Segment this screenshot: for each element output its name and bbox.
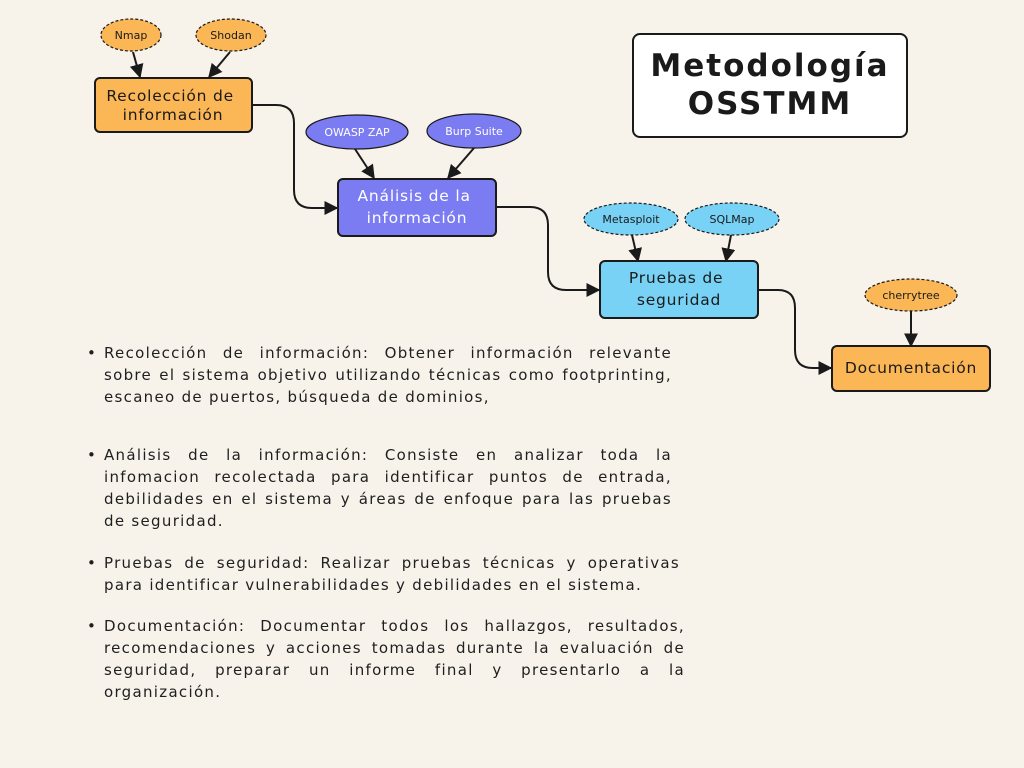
description-list: Documentación: Documentar todos los hall… — [87, 615, 685, 703]
tool-bubble-owasp-zap: OWASP ZAP — [305, 114, 409, 150]
connector-step-1-to-2 — [496, 206, 601, 297]
step-label-line: información — [367, 209, 468, 227]
description-list: Análisis de la información: Consiste en … — [87, 444, 672, 532]
tool-label: Shodan — [210, 29, 251, 42]
tool-arrow-nmap — [129, 51, 144, 79]
tool-bubble-metasploit: Metasploit — [583, 202, 679, 236]
description-list: Recolección de información: Obtener info… — [87, 342, 672, 408]
tool-bubble-shodan: Shodan — [195, 18, 267, 52]
svg-text:Pruebas de seguridad: Pruebas de seguridad — [629, 269, 729, 309]
title-box: Metodología OSSTMM — [632, 33, 908, 138]
tool-arrow-shodan — [208, 51, 231, 79]
svg-text:Análisis de la informaci: Análisis de la información — [358, 187, 477, 227]
tool-arrow-sqlmap — [721, 234, 736, 263]
tool-arrow-metasploit — [628, 234, 642, 263]
step-label-line: Recolección de — [106, 87, 234, 105]
description-item-analisis: Análisis de la información: Consiste en … — [87, 444, 672, 532]
tool-label: Metasploit — [602, 213, 660, 226]
step-box-recoleccion: Recolección de información — [94, 77, 253, 133]
description-item-recoleccion: Recolección de información: Obtener info… — [87, 342, 672, 408]
tool-label: Burp Suite — [445, 125, 503, 138]
tool-label: Nmap — [115, 29, 148, 42]
step-box-documentacion: Documentación — [831, 345, 991, 392]
step-label-line: Análisis de la — [358, 187, 471, 205]
tool-label: cherrytree — [882, 289, 940, 302]
step-label-line: información — [123, 106, 224, 124]
step-label-line: seguridad — [637, 291, 721, 309]
svg-text:Documentación: Documentación — [845, 359, 977, 377]
tool-label: SQLMap — [710, 213, 755, 226]
step-label-line: Documentación — [845, 359, 977, 377]
page-title-line-2: OSSTMM — [687, 85, 853, 122]
connector-step-2-to-3 — [758, 289, 833, 375]
description-item-documentacion: Documentación: Documentar todos los hall… — [87, 615, 685, 703]
tool-bubble-cherrytree: cherrytree — [864, 278, 958, 312]
tool-arrow-burp-suite — [447, 147, 475, 180]
step-box-pruebas: Pruebas de seguridad — [599, 260, 759, 319]
tool-label: OWASP ZAP — [324, 126, 390, 139]
tool-bubble-burp-suite: Burp Suite — [426, 113, 522, 149]
tool-bubble-sqlmap: SQLMap — [684, 202, 780, 236]
tool-arrow-owasp-zap — [354, 148, 375, 180]
description-list: Pruebas de seguridad: Realizar pruebas t… — [87, 552, 680, 596]
page-title-line-1: Metodología — [650, 48, 890, 85]
description-item-pruebas: Pruebas de seguridad: Realizar pruebas t… — [87, 552, 680, 596]
step-label-line: Pruebas de — [629, 269, 724, 287]
connector-step-0-to-1 — [252, 104, 339, 215]
tool-bubble-nmap: Nmap — [100, 18, 162, 52]
svg-text:Recolección de informaci: Recolección de información — [106, 87, 239, 124]
step-box-analisis: Análisis de la información — [337, 178, 497, 237]
